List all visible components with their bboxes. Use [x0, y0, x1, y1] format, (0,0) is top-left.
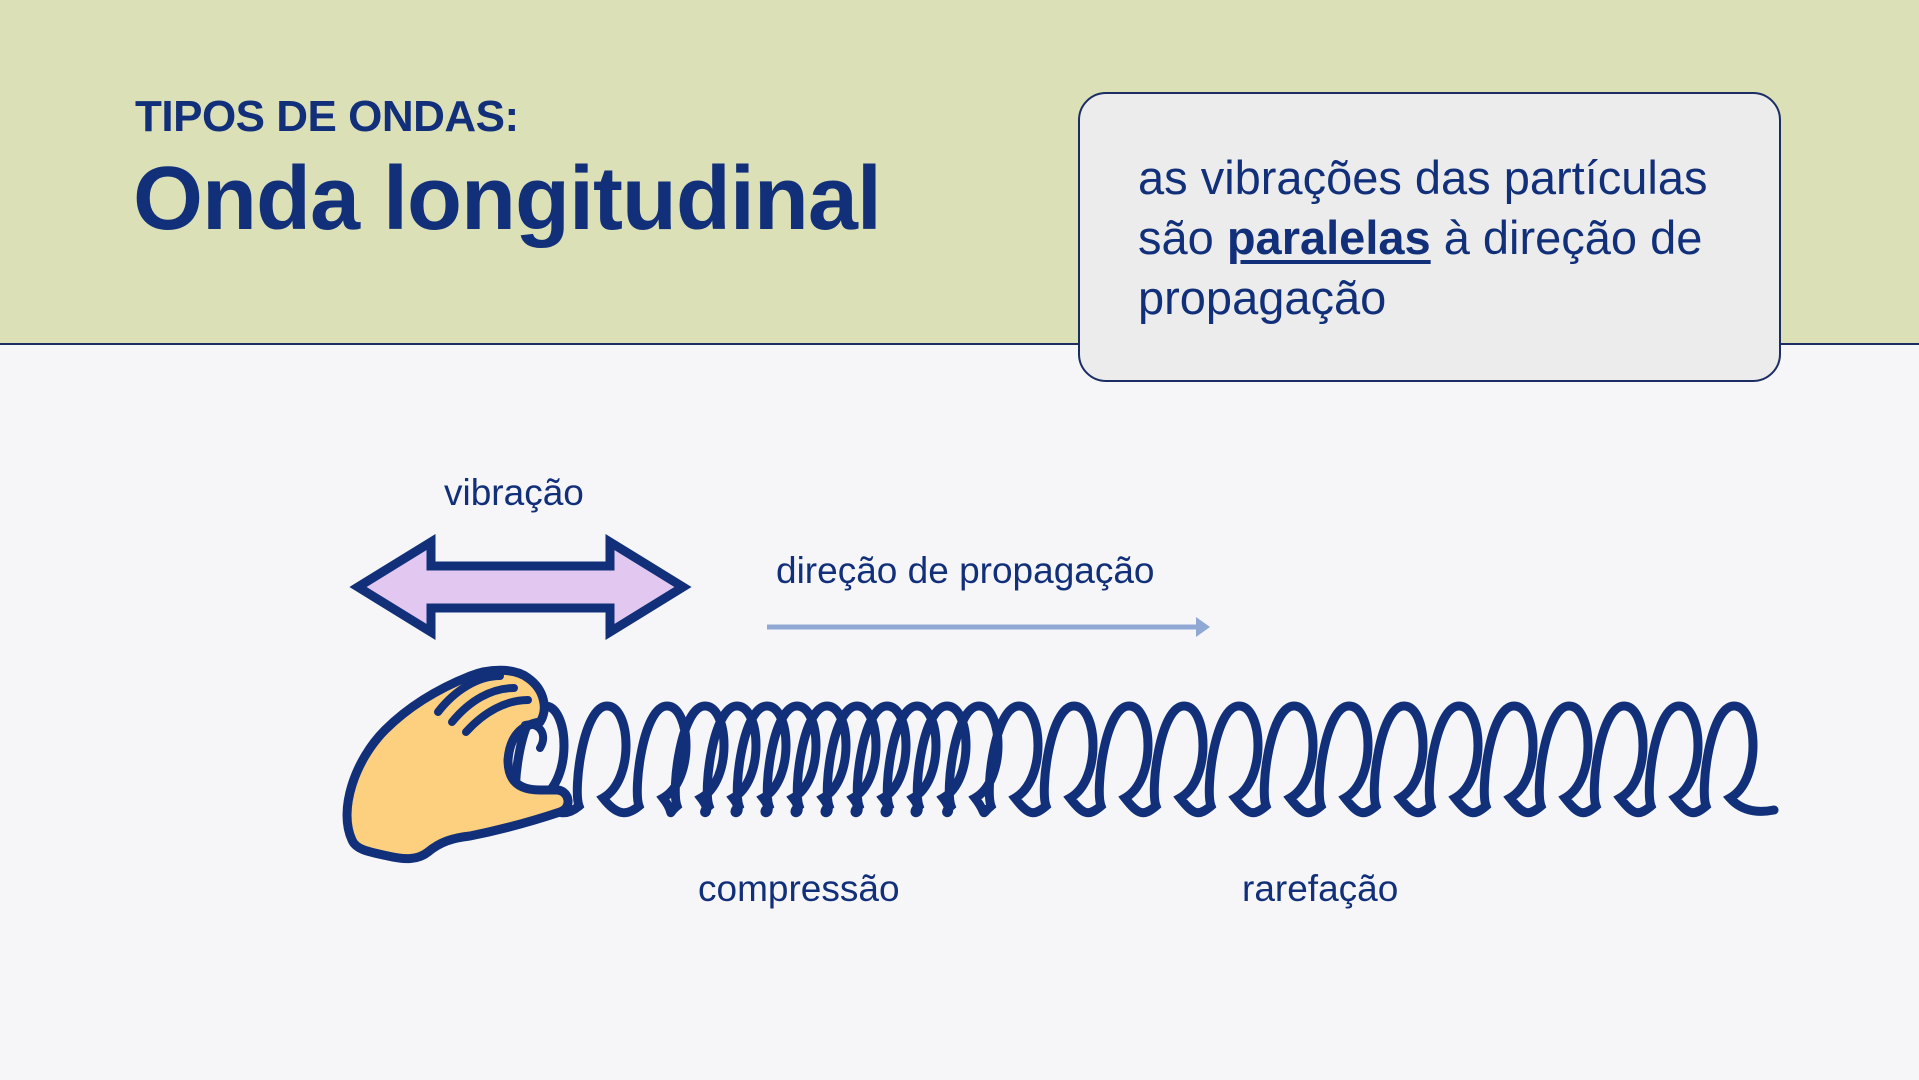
page-title: Onda longitudinal — [133, 149, 882, 249]
vibration-label: vibração — [444, 472, 584, 513]
compression-label: compressão — [698, 868, 900, 909]
rarefaction-label: rarefação — [1242, 868, 1399, 909]
definition-callout: as vibrações das partículas são paralela… — [1078, 92, 1781, 382]
propagation-label: direção de propagação — [776, 550, 1155, 591]
callout-emphasis: paralelas — [1226, 211, 1431, 264]
section-subtitle: TIPOS DE ONDAS: — [135, 92, 519, 141]
propagation-arrow-icon — [767, 617, 1210, 637]
hand-icon — [342, 665, 573, 864]
spring-icon — [510, 701, 1779, 818]
callout-text-after: à direção de propagação — [1138, 211, 1703, 324]
callout-text: as vibrações das partículas são paralela… — [1138, 148, 1758, 328]
double-arrow-icon — [349, 533, 692, 641]
callout-text-before: as vibrações das partículas são — [1138, 151, 1708, 264]
